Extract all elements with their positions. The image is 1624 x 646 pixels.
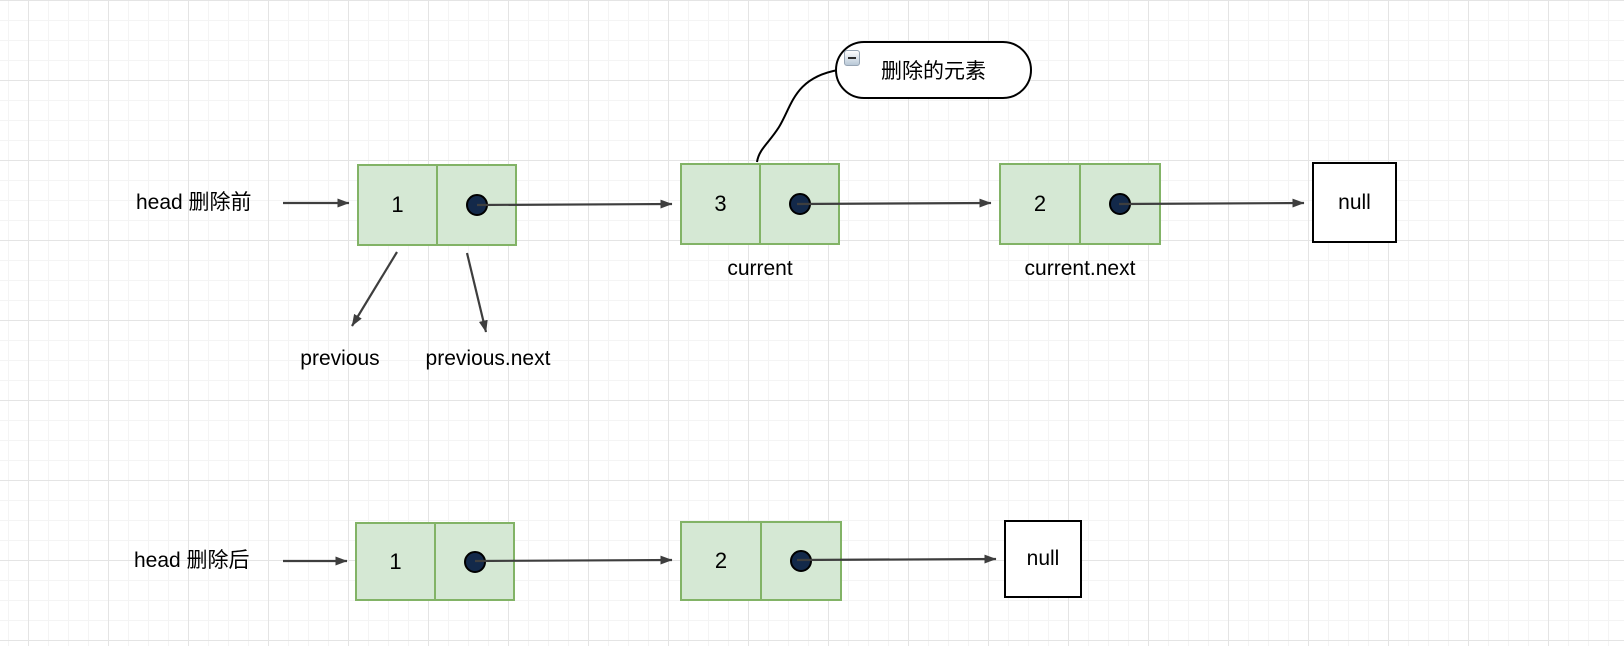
pointer-dot-icon [788,193,811,215]
callout-text: 删除的元素 [881,60,986,83]
pointer-dot-icon [465,194,488,216]
node-value: 3 [714,191,727,216]
minus-glyph [848,57,856,59]
node-pointer-cell [761,165,838,243]
node-value-cell: 1 [357,524,436,599]
node-pointer-cell [762,523,840,599]
previous-next-label[interactable]: previous.next [425,347,551,370]
node-pointer-cell [1081,165,1159,243]
current-next-label[interactable]: current.next [1024,257,1136,280]
node-after-1[interactable]: 1 [355,522,515,601]
node-after-2[interactable]: 2 [680,521,842,601]
arrow-to-previous-next[interactable] [465,252,488,333]
node-value: 2 [714,548,728,573]
node-value-cell: 1 [359,166,438,244]
node-value-cell: 2 [682,523,762,599]
callout-bubble[interactable]: 删除的元素 [835,41,1032,99]
current-label[interactable]: current [727,257,793,280]
arrow-to-previous[interactable] [351,251,398,327]
node-pointer-cell [438,166,515,244]
pointer-dot-icon [790,550,812,572]
collapse-minus-icon[interactable] [844,50,860,66]
head-after-label[interactable]: head 删除后 [134,549,250,572]
previous-label[interactable]: previous [300,347,380,370]
null-label: null [1026,547,1060,570]
node-value: 1 [391,192,404,217]
node-before-2[interactable]: 2 [999,163,1161,245]
node-value: 1 [389,548,402,574]
pointer-dot-icon [463,550,486,573]
pointer-dot-icon [1109,193,1131,215]
null-box-before[interactable]: null [1312,162,1397,243]
node-value-cell: 2 [1001,165,1081,243]
node-before-1[interactable]: 1 [357,164,517,246]
node-before-3[interactable]: 3 [680,163,840,245]
null-box-after[interactable]: null [1004,520,1082,598]
node-value-cell: 3 [682,165,761,243]
node-pointer-cell [436,524,513,599]
head-before-label[interactable]: head 删除前 [136,191,252,214]
null-label: null [1338,190,1371,214]
node-value: 2 [1033,191,1047,216]
callout-connector[interactable] [756,69,839,163]
